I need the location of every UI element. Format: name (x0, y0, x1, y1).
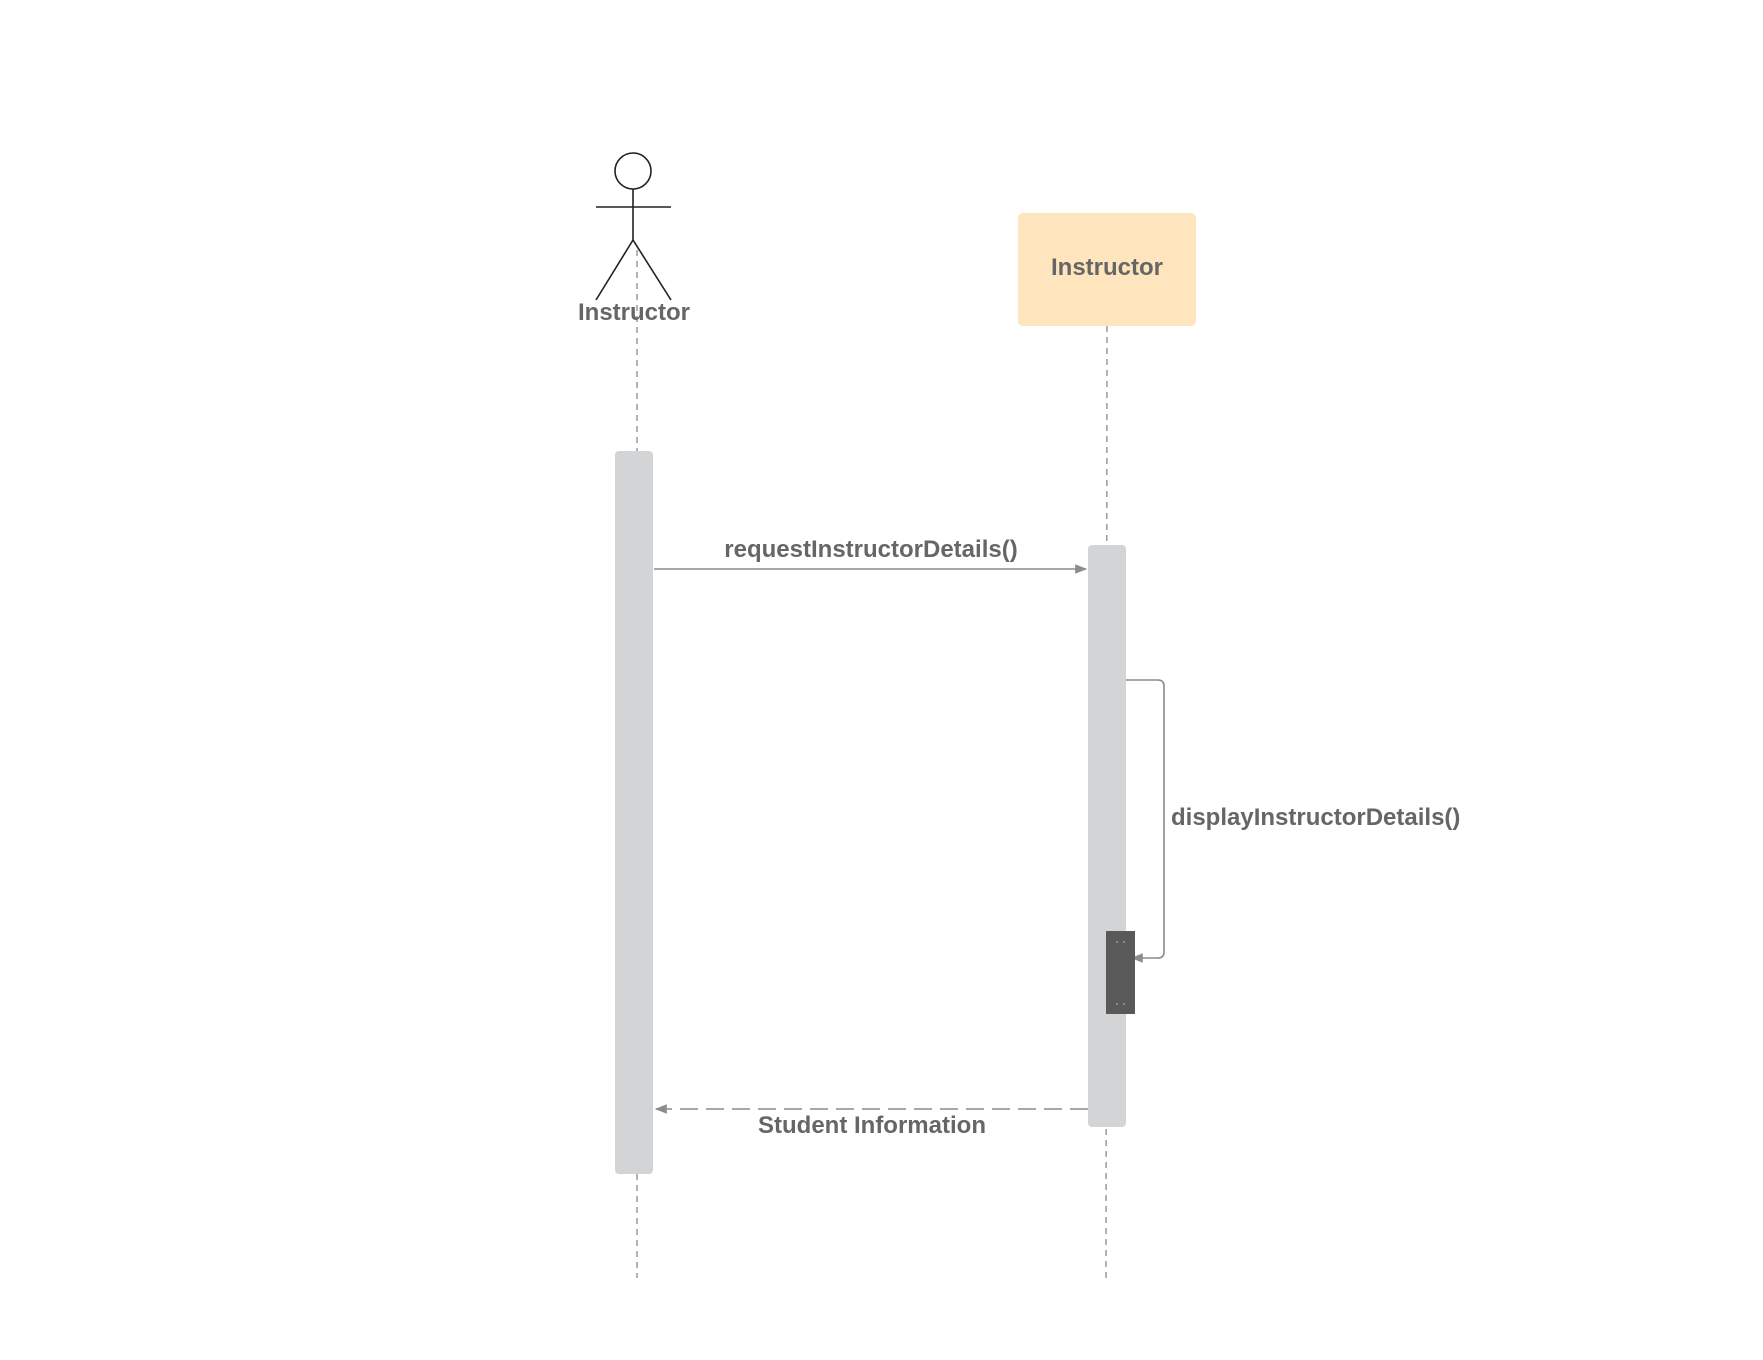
return-message-label: Student Information (758, 1112, 986, 1139)
self-activation-bar[interactable] (1106, 931, 1135, 1014)
actor-left-leg (595, 239, 634, 301)
object-activation-bar[interactable] (1088, 545, 1126, 1127)
actor-label: Instructor (578, 299, 690, 326)
actor-head (614, 152, 652, 190)
self-activation-dots (1116, 941, 1125, 1005)
actor-icon (595, 152, 672, 301)
object-box[interactable] (1018, 213, 1196, 326)
request-message-label: requestInstructorDetails() (724, 536, 1017, 563)
actor-right-leg (632, 239, 672, 301)
display-message-label: displayInstructorDetails() (1171, 804, 1460, 831)
actor-activation-bar[interactable] (615, 451, 653, 1174)
object-label: Instructor (1051, 254, 1163, 281)
display-message-arrow[interactable] (1126, 679, 1165, 963)
